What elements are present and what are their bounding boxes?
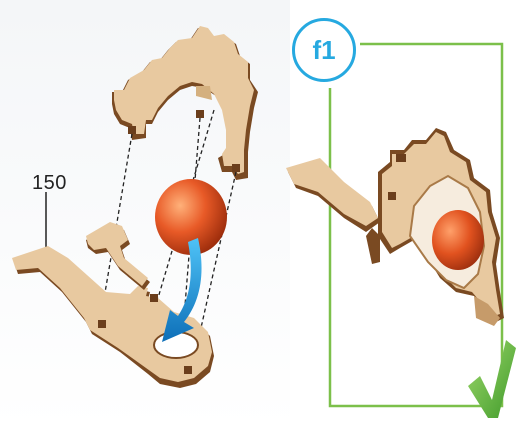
ball-right (432, 210, 484, 270)
step-badge: f1 (292, 18, 356, 82)
part-number-label: 150 (32, 172, 67, 195)
